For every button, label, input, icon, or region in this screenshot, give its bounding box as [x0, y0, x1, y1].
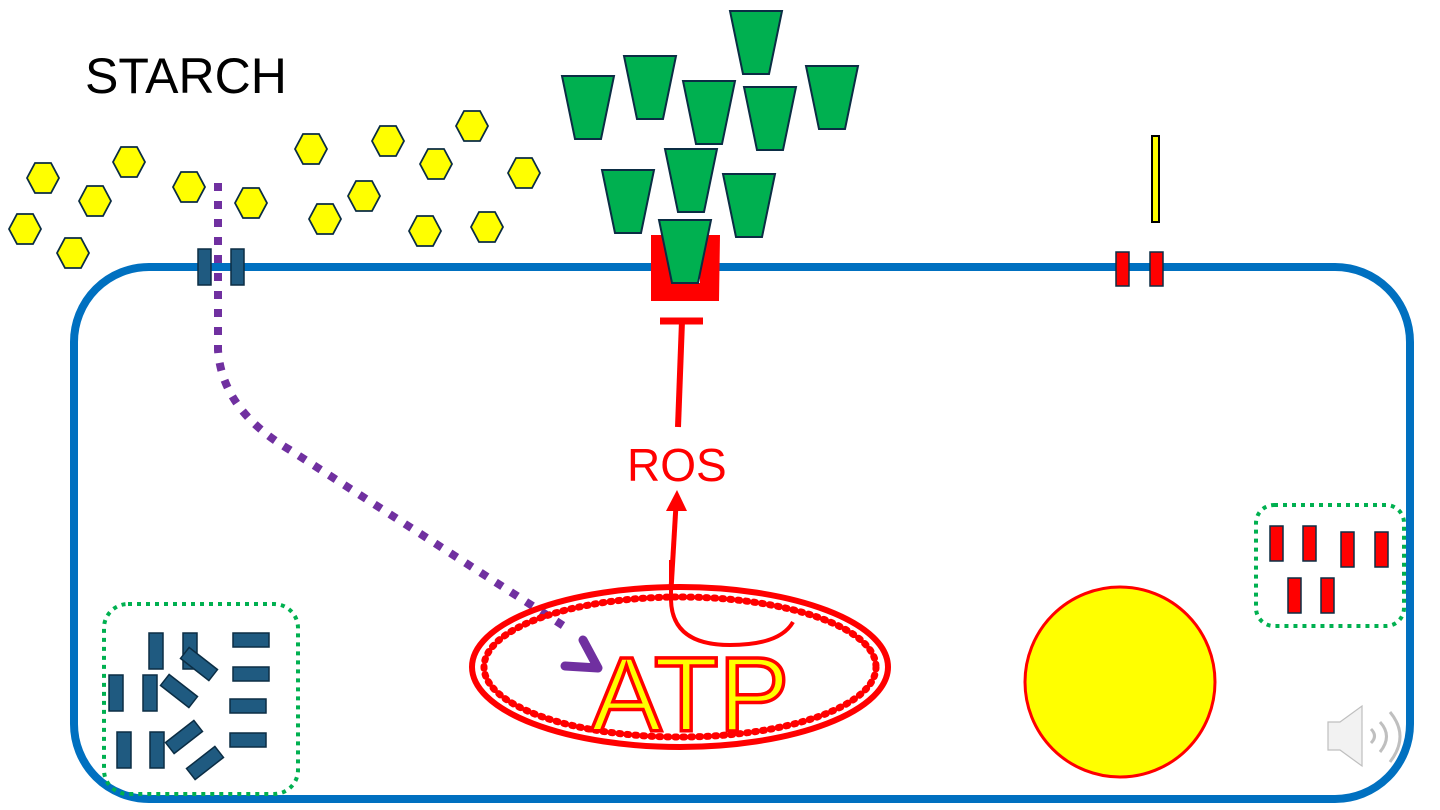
green-ligand — [663, 148, 719, 213]
green-ligand — [600, 169, 656, 234]
red-vesicle-bar — [1302, 525, 1317, 562]
red-vesicle-bar — [1374, 531, 1389, 568]
blue-vesicle-bar — [229, 732, 267, 748]
starch-granules — [7, 110, 542, 269]
starch-hexagon — [407, 215, 443, 247]
green-ligands — [560, 10, 860, 284]
blue-transporter-channel — [197, 248, 245, 286]
starch-uptake-path — [214, 183, 573, 634]
green-ligand — [804, 65, 860, 130]
red-vesicle-contents — [1269, 525, 1389, 614]
blue-vesicle-bar — [116, 731, 132, 769]
blue-vesicle-bar — [148, 632, 164, 670]
yellow-ligand-rod — [1151, 135, 1160, 223]
blue-vesicle-boundary — [102, 602, 300, 796]
green-ligand — [742, 86, 798, 151]
blue-vesicle-bar — [232, 632, 270, 648]
cell-membrane — [70, 263, 1414, 803]
green-ligand — [560, 75, 616, 140]
green-ligand — [657, 219, 713, 284]
starch-hexagon — [293, 133, 329, 165]
blue-vesicle-bar — [142, 674, 158, 712]
atp-label: ATP — [591, 636, 789, 754]
starch-title: STARCH — [85, 48, 287, 104]
starch-hexagon — [111, 146, 147, 178]
starch-hexagon — [233, 187, 269, 219]
starch-hexagon — [7, 213, 43, 245]
starch-hexagon — [454, 110, 490, 142]
blue-vesicle-contents — [108, 632, 270, 781]
green-ligand — [728, 10, 784, 75]
ros-inhibition-line — [675, 320, 685, 428]
green-ligand — [622, 55, 678, 120]
starch-uptake-arrowhead — [560, 635, 603, 673]
ros-label: ROS — [627, 439, 727, 491]
blue-vesicle-bar — [185, 745, 225, 781]
blue-vesicle-bar — [159, 673, 199, 709]
blue-vesicle-bar — [232, 666, 270, 682]
blue-vesicle-bar — [179, 646, 219, 682]
red-vesicle-boundary — [1254, 503, 1406, 628]
green-ligand — [681, 80, 737, 145]
starch-hexagon — [506, 157, 542, 189]
red-vesicle-bar — [1340, 531, 1355, 568]
starch-hexagon — [418, 148, 454, 180]
red-vesicle-bar — [1287, 577, 1302, 614]
blue-vesicle-bar — [149, 731, 165, 769]
starch-hexagon — [370, 125, 406, 157]
starch-hexagon — [171, 171, 207, 203]
blue-vesicle-bar — [164, 719, 204, 755]
yellow-nucleus — [1023, 585, 1217, 779]
starch-hexagon — [346, 180, 382, 212]
speaker-icon[interactable] — [1327, 704, 1402, 768]
starch-hexagon — [307, 203, 343, 235]
starch-hexagon — [25, 162, 61, 194]
red-vesicle-bar — [1320, 577, 1335, 614]
mitochondrion-hook — [669, 560, 795, 648]
blue-vesicle-bar — [229, 698, 267, 714]
starch-hexagon — [469, 211, 505, 243]
starch-hexagon — [77, 185, 113, 217]
ros-arrowhead — [666, 490, 687, 511]
mitochondrion — [469, 560, 891, 750]
green-ligand — [721, 173, 777, 238]
blue-vesicle-bar — [108, 674, 124, 712]
red-channel — [1115, 251, 1164, 287]
starch-hexagon — [55, 237, 91, 269]
red-vesicle-bar — [1269, 525, 1284, 562]
